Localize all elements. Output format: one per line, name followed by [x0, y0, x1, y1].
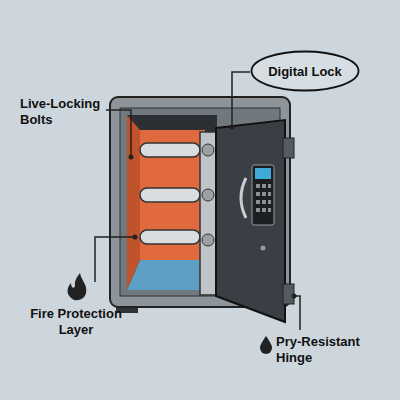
- part-label: Live-Locking Bolts: [20, 96, 106, 128]
- keypad-buttons: [256, 184, 271, 212]
- flame-icon: [68, 273, 87, 300]
- fire-layer-back: [140, 130, 205, 260]
- bolt-hole: [202, 189, 214, 201]
- locking-bolt: [140, 143, 200, 157]
- part-label: Fire Protection Layer: [20, 306, 132, 338]
- leader-dots: [129, 125, 297, 299]
- droplet-icon: [260, 336, 272, 354]
- fire-layer-side: [127, 115, 140, 290]
- door-handle: [241, 178, 246, 218]
- bolt-hole: [202, 144, 214, 156]
- hinge: [283, 284, 294, 304]
- hinge: [283, 138, 294, 158]
- keypad: [252, 165, 274, 225]
- safe-door: [216, 120, 285, 322]
- bolt-hole: [202, 234, 214, 246]
- keypad-screen: [255, 168, 271, 179]
- leader-lines: [95, 72, 300, 330]
- key-hole: [261, 246, 266, 251]
- locking-bolt: [140, 188, 200, 202]
- callout-ellipse: Digital Lock: [250, 50, 360, 92]
- part-label: Pry-Resistant Hinge: [276, 334, 388, 366]
- locking-bolt: [140, 230, 200, 244]
- door-edge: [200, 132, 216, 295]
- callout-text: Digital Lock: [250, 64, 360, 79]
